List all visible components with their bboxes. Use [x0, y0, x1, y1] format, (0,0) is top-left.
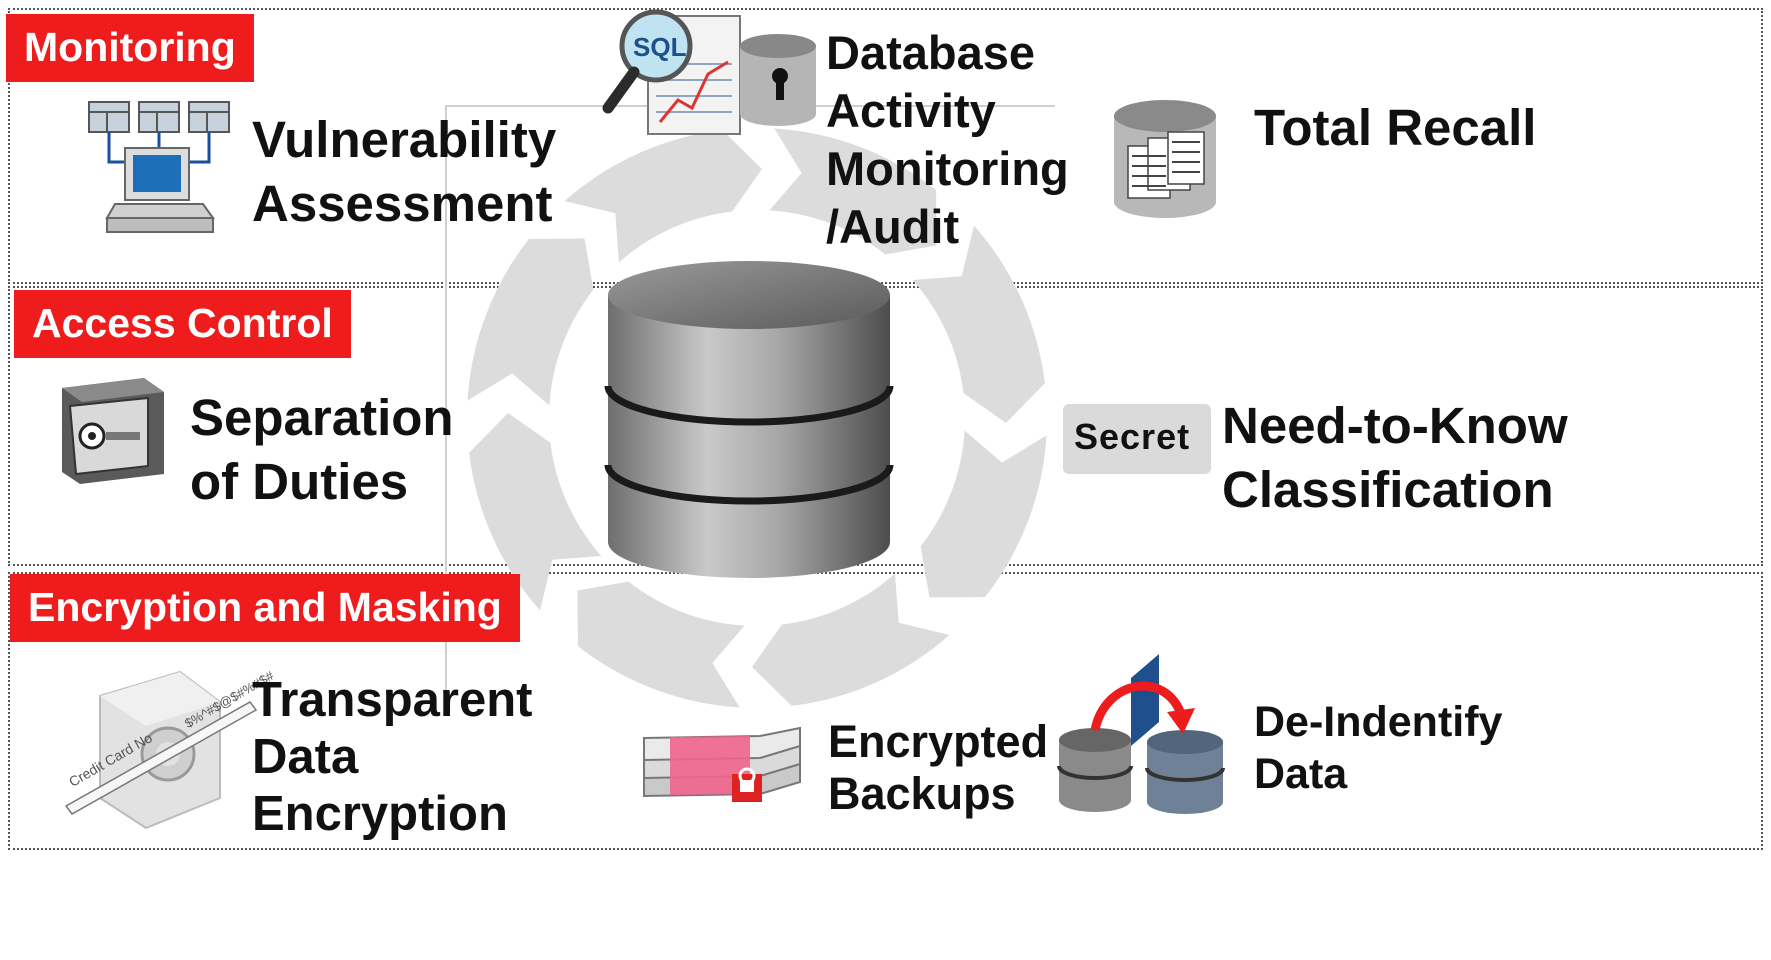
secret-label-icon — [1063, 404, 1211, 474]
cycle-arrow-segment — [752, 573, 950, 706]
encryption-band — [8, 572, 1763, 850]
secret-badge: Secret — [1074, 416, 1191, 457]
cycle-arrows — [467, 128, 1047, 708]
encryption-masking-tag: Encryption and Masking — [10, 574, 520, 642]
safe-icon — [62, 378, 164, 484]
access-control-tag: Access Control — [14, 290, 351, 358]
total-recall-label: Total Recall — [1254, 99, 1537, 156]
encrypted-tape-icon — [643, 726, 801, 802]
cycle-arrow-segment — [577, 581, 745, 708]
cycle-arrow-segment — [467, 238, 594, 406]
monitoring-tag: Monitoring — [6, 14, 254, 82]
sql-text: SQL — [633, 32, 687, 62]
cycle-arrow-segment — [564, 130, 762, 263]
database-transfer-icon — [1057, 654, 1225, 814]
monitoring-band — [8, 8, 1763, 284]
central-database-icon — [604, 261, 894, 578]
cycle-arrow-segment — [469, 413, 602, 611]
networked-computer-icon — [88, 101, 230, 233]
database-documents-icon — [1114, 100, 1216, 218]
sql-report-icon: SQL — [602, 9, 816, 135]
cycle-arrow-segment — [912, 225, 1045, 423]
cycle-arrow-segment — [920, 430, 1047, 598]
guide-line-vertical — [445, 105, 447, 695]
cycle-arrow-segment — [769, 128, 937, 255]
encryption-box-icon — [64, 670, 258, 830]
